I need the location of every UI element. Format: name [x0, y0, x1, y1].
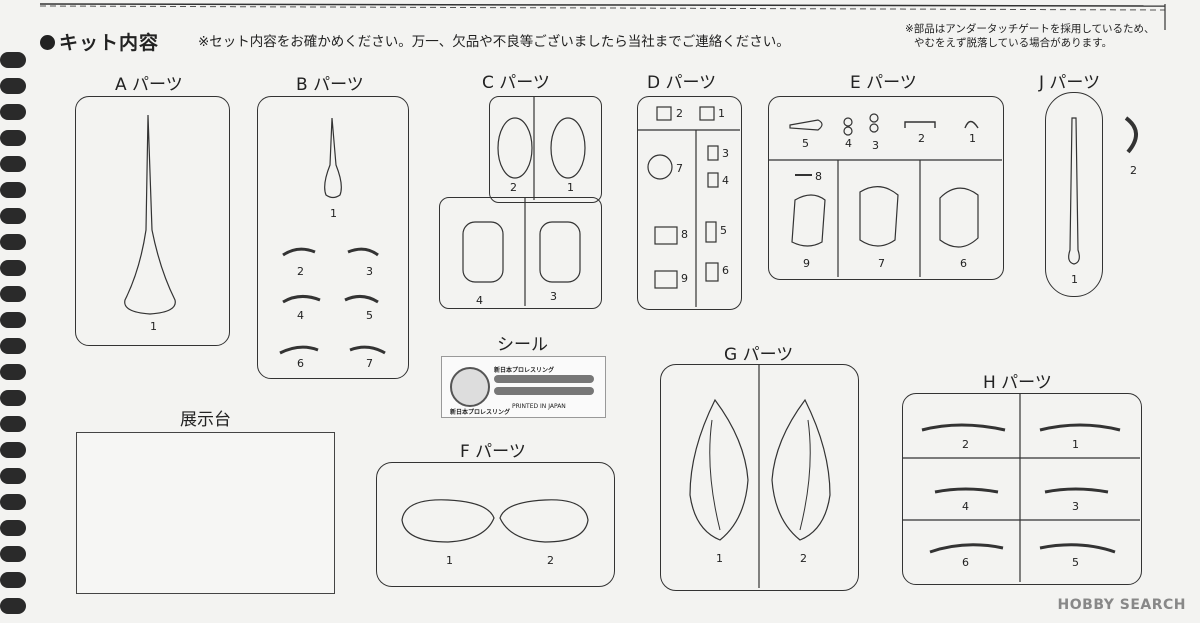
part-h3-num: 3 [1072, 500, 1079, 513]
part-a-num: 1 [150, 320, 157, 333]
part-b3-num: 3 [366, 265, 373, 278]
part-g2-num: 2 [800, 552, 807, 565]
display-base-label: 展示台 [180, 410, 231, 430]
parts-c-label: C パーツ [482, 73, 550, 93]
part-c4-num: 4 [476, 294, 483, 307]
sticker-text-bottom: 新日本プロレスリング [450, 409, 511, 416]
part-j2-num: 2 [1130, 164, 1137, 177]
sticker-label: シール [497, 335, 548, 355]
part-h2-num: 2 [962, 438, 969, 451]
sticker-band-1 [494, 375, 594, 383]
parts-e-runner [768, 96, 1004, 280]
part-b1-num: 1 [330, 207, 337, 220]
part-d2-num: 2 [676, 107, 683, 120]
gate-note: ※部品はアンダータッチゲートを採用しているため、 やむをえず脱落している場合があ… [905, 23, 1155, 49]
parts-h-runner [902, 393, 1142, 585]
part-h6-num: 6 [962, 556, 969, 569]
parts-a-runner [75, 96, 230, 346]
bullet-icon [40, 35, 55, 50]
part-b5-num: 5 [366, 309, 373, 322]
lion-mark-icon [450, 367, 490, 407]
parts-d-label: D パーツ [647, 73, 717, 93]
part-e1-num: 1 [969, 132, 976, 145]
part-d6-num: 6 [722, 264, 729, 277]
part-b6-num: 6 [297, 357, 304, 370]
parts-j-runner [1045, 92, 1103, 297]
part-d8-num: 8 [681, 228, 688, 241]
part-b7-num: 7 [366, 357, 373, 370]
part-d9-num: 9 [681, 272, 688, 285]
missing-parts-note: ※セット内容をお確かめください。万一、欠品や不良等ございましたら当社までご連絡く… [198, 34, 790, 50]
part-f1-num: 1 [446, 554, 453, 567]
part-e5-num: 5 [802, 137, 809, 150]
parts-f-runner [376, 462, 615, 587]
display-base-box [76, 432, 335, 594]
part-e6-num: 6 [960, 257, 967, 270]
part-b2-num: 2 [297, 265, 304, 278]
part-d3-num: 3 [722, 147, 729, 160]
part-d1-num: 1 [718, 107, 725, 120]
parts-e-label: E パーツ [850, 73, 917, 93]
part-d7-num: 7 [676, 162, 683, 175]
part-e7-num: 7 [878, 257, 885, 270]
part-c3-num: 3 [550, 290, 557, 303]
part-d5-num: 5 [720, 224, 727, 237]
parts-f-label: F パーツ [460, 442, 526, 462]
parts-b-runner [257, 96, 409, 379]
parts-c-runner-bottom [439, 197, 602, 309]
parts-b-label: B パーツ [296, 75, 364, 95]
part-h4-num: 4 [962, 500, 969, 513]
parts-h-label: H パーツ [983, 373, 1052, 393]
part-b4-num: 4 [297, 309, 304, 322]
hobby-search-watermark: HOBBY SEARCH [1057, 597, 1186, 613]
part-g1-num: 1 [716, 552, 723, 565]
sticker-printed-text: PRINTED IN JAPAN [512, 403, 566, 410]
part-d4-num: 4 [722, 174, 729, 187]
parts-d-runner [637, 96, 742, 310]
part-h1-num: 1 [1072, 438, 1079, 451]
part-e3-num: 3 [872, 139, 879, 152]
part-j1-num: 1 [1071, 273, 1078, 286]
sticker-band-2 [494, 387, 594, 395]
part-e4-num: 4 [845, 137, 852, 150]
part-h5-num: 5 [1072, 556, 1079, 569]
kit-contents-title: キット内容 [40, 28, 159, 55]
part-c2-num: 2 [510, 181, 517, 194]
parts-c-runner-top [489, 96, 602, 203]
sticker-text-top: 新日本プロレスリング [494, 367, 555, 374]
parts-a-label: A パーツ [115, 75, 183, 95]
part-e8-num: 8 [815, 170, 822, 183]
parts-g-label: G パーツ [724, 345, 794, 365]
sticker-sheet: 新日本プロレスリング 新日本プロレスリング PRINTED IN JAPAN [441, 356, 606, 418]
part-e2-num: 2 [918, 132, 925, 145]
part-c1-num: 1 [567, 181, 574, 194]
part-e9-num: 9 [803, 257, 810, 270]
part-f2-num: 2 [547, 554, 554, 567]
parts-j-label: J パーツ [1039, 73, 1101, 93]
